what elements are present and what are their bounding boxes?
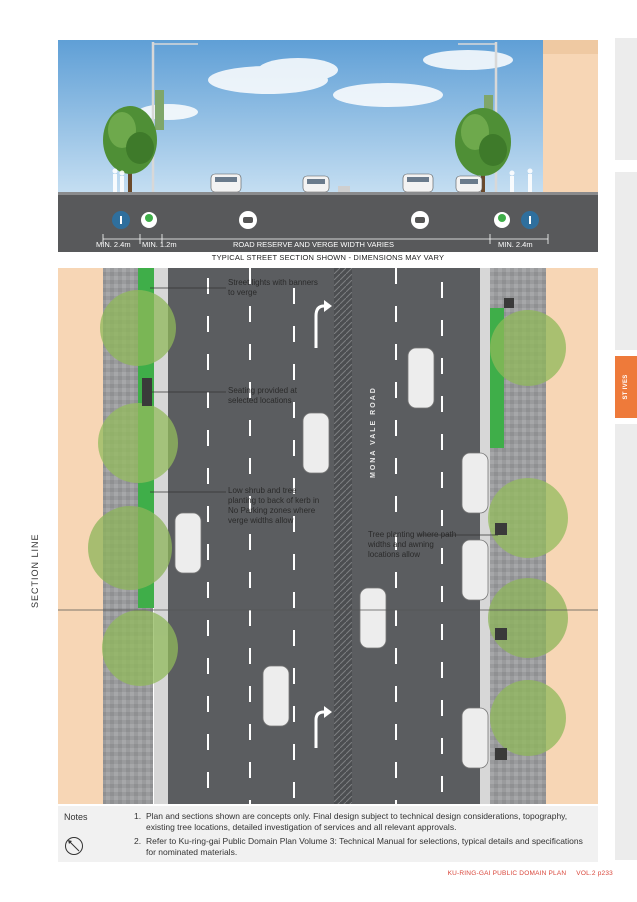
road-name: MONA VALE ROAD bbox=[370, 386, 377, 478]
section-illustration bbox=[58, 40, 598, 252]
street-section: MIN. 2.4m MIN. 1.2m ROAD RESERVE AND VER… bbox=[58, 40, 598, 252]
street-plan: Street lights with banners to verge Seat… bbox=[58, 268, 598, 804]
label-shrub-planting: Low shrub and tree planting to back of k… bbox=[228, 486, 320, 525]
kerb-right bbox=[480, 268, 490, 804]
note-item: 2.Refer to Ku-ring-gai Public Domain Pla… bbox=[134, 836, 583, 857]
footer: KU-RING-GAI PUBLIC DOMAIN PLAN VOL.2 p233 bbox=[438, 870, 613, 877]
notes-title: Notes bbox=[64, 812, 88, 822]
dim-centre: ROAD RESERVE AND VERGE WIDTH VARIES bbox=[233, 240, 395, 249]
plan-cars bbox=[174, 347, 489, 769]
median bbox=[334, 268, 352, 804]
notes-panel: Notes 1.Plan and sections shown are conc… bbox=[58, 806, 598, 862]
dim-right-path: MIN. 2.4m bbox=[498, 240, 533, 249]
pedestrians bbox=[112, 168, 533, 192]
turn-arrows bbox=[314, 304, 325, 748]
side-tab-st-ives[interactable]: ST IVES bbox=[615, 356, 637, 418]
label-street-lights: Street lights with banners to verge bbox=[228, 278, 318, 297]
leader-lines bbox=[150, 287, 498, 536]
label-seating: Seating provided at selected locations bbox=[228, 386, 297, 405]
section-line-label: SECTION LINE bbox=[30, 533, 40, 608]
notes-list: 1.Plan and sections shown are concepts o… bbox=[134, 811, 594, 861]
note-item: 1.Plan and sections shown are concepts o… bbox=[134, 811, 568, 832]
side-tab-top bbox=[615, 38, 637, 160]
tree-left bbox=[103, 106, 157, 195]
street-furniture bbox=[142, 298, 514, 760]
dim-left-path: MIN. 2.4m bbox=[96, 240, 131, 249]
section-caption: TYPICAL STREET SECTION SHOWN - DIMENSION… bbox=[211, 253, 445, 262]
dim-left-verge: MIN. 1.2m bbox=[142, 240, 177, 249]
lane-markings bbox=[207, 268, 443, 804]
street-trees bbox=[88, 290, 568, 756]
dimension-lines bbox=[102, 234, 549, 244]
label-tree-planting: Tree planting where path widths and awni… bbox=[368, 530, 457, 559]
side-tab-mid bbox=[615, 172, 637, 350]
side-tab-low bbox=[615, 424, 637, 860]
tree-right bbox=[455, 108, 511, 195]
north-arrow-icon bbox=[65, 837, 83, 855]
building-right bbox=[543, 40, 598, 200]
section-icons bbox=[112, 211, 539, 229]
footer-doc-title: KU-RING-GAI PUBLIC DOMAIN PLAN bbox=[447, 870, 567, 877]
plan-illustration bbox=[58, 268, 598, 804]
footer-page: VOL.2 p233 bbox=[576, 870, 613, 877]
